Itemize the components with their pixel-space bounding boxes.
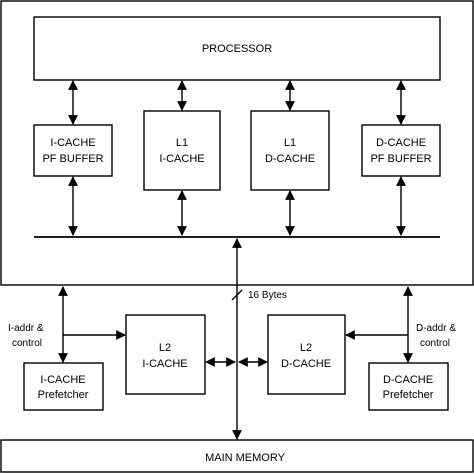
icache-pf-buffer-box: I-CACHE PF BUFFER (33, 124, 113, 177)
icache-pf-buffer-line2: PF BUFFER (42, 153, 103, 165)
daddr-control-line2: control (420, 338, 450, 349)
iaddr-control-line2: control (12, 338, 42, 349)
iaddr-control-line1: I-addr & (8, 323, 44, 334)
dcache-pf-buffer-line2: PF BUFFER (370, 153, 431, 165)
dcache-prefetcher-box: D-CACHE Prefetcher (368, 362, 449, 411)
icache-prefetcher-line2: Prefetcher (38, 389, 89, 401)
bus-width-label: 16 Bytes (248, 290, 287, 301)
l2-dcache-line1: L2 (300, 342, 312, 354)
l2-dcache-box: L2 D-CACHE (267, 314, 346, 395)
l2-icache-line1: L2 (159, 342, 171, 354)
l1-icache-line2: I-CACHE (159, 153, 204, 165)
main-memory-box: MAIN MEMORY (0, 439, 474, 473)
l2-icache-line2: I-CACHE (142, 358, 187, 370)
processor-box: PROCESSOR (33, 16, 441, 81)
l1-dcache-line1: L1 (284, 137, 296, 149)
l1-dcache-box: L1 D-CACHE (250, 110, 330, 191)
icache-prefetcher-box: I-CACHE Prefetcher (23, 362, 104, 411)
dcache-pf-buffer-line1: D-CACHE (376, 137, 426, 149)
main-memory-label: MAIN MEMORY (205, 452, 286, 464)
l2-dcache-line2: D-CACHE (281, 358, 331, 370)
processor-label: PROCESSOR (202, 43, 272, 55)
daddr-control-line1: D-addr & (416, 323, 456, 334)
icache-pf-buffer-line1: I-CACHE (50, 137, 95, 149)
dcache-pf-buffer-box: D-CACHE PF BUFFER (361, 124, 441, 177)
l1-icache-box: L1 I-CACHE (143, 110, 221, 191)
l2-icache-box: L2 I-CACHE (125, 314, 206, 395)
bus-width-slash (231, 289, 243, 301)
l1-icache-line1: L1 (176, 137, 188, 149)
l1-dcache-line2: D-CACHE (265, 153, 315, 165)
icache-prefetcher-line1: I-CACHE (40, 374, 85, 386)
dcache-prefetcher-line2: Prefetcher (383, 389, 434, 401)
dcache-prefetcher-line1: D-CACHE (383, 374, 433, 386)
